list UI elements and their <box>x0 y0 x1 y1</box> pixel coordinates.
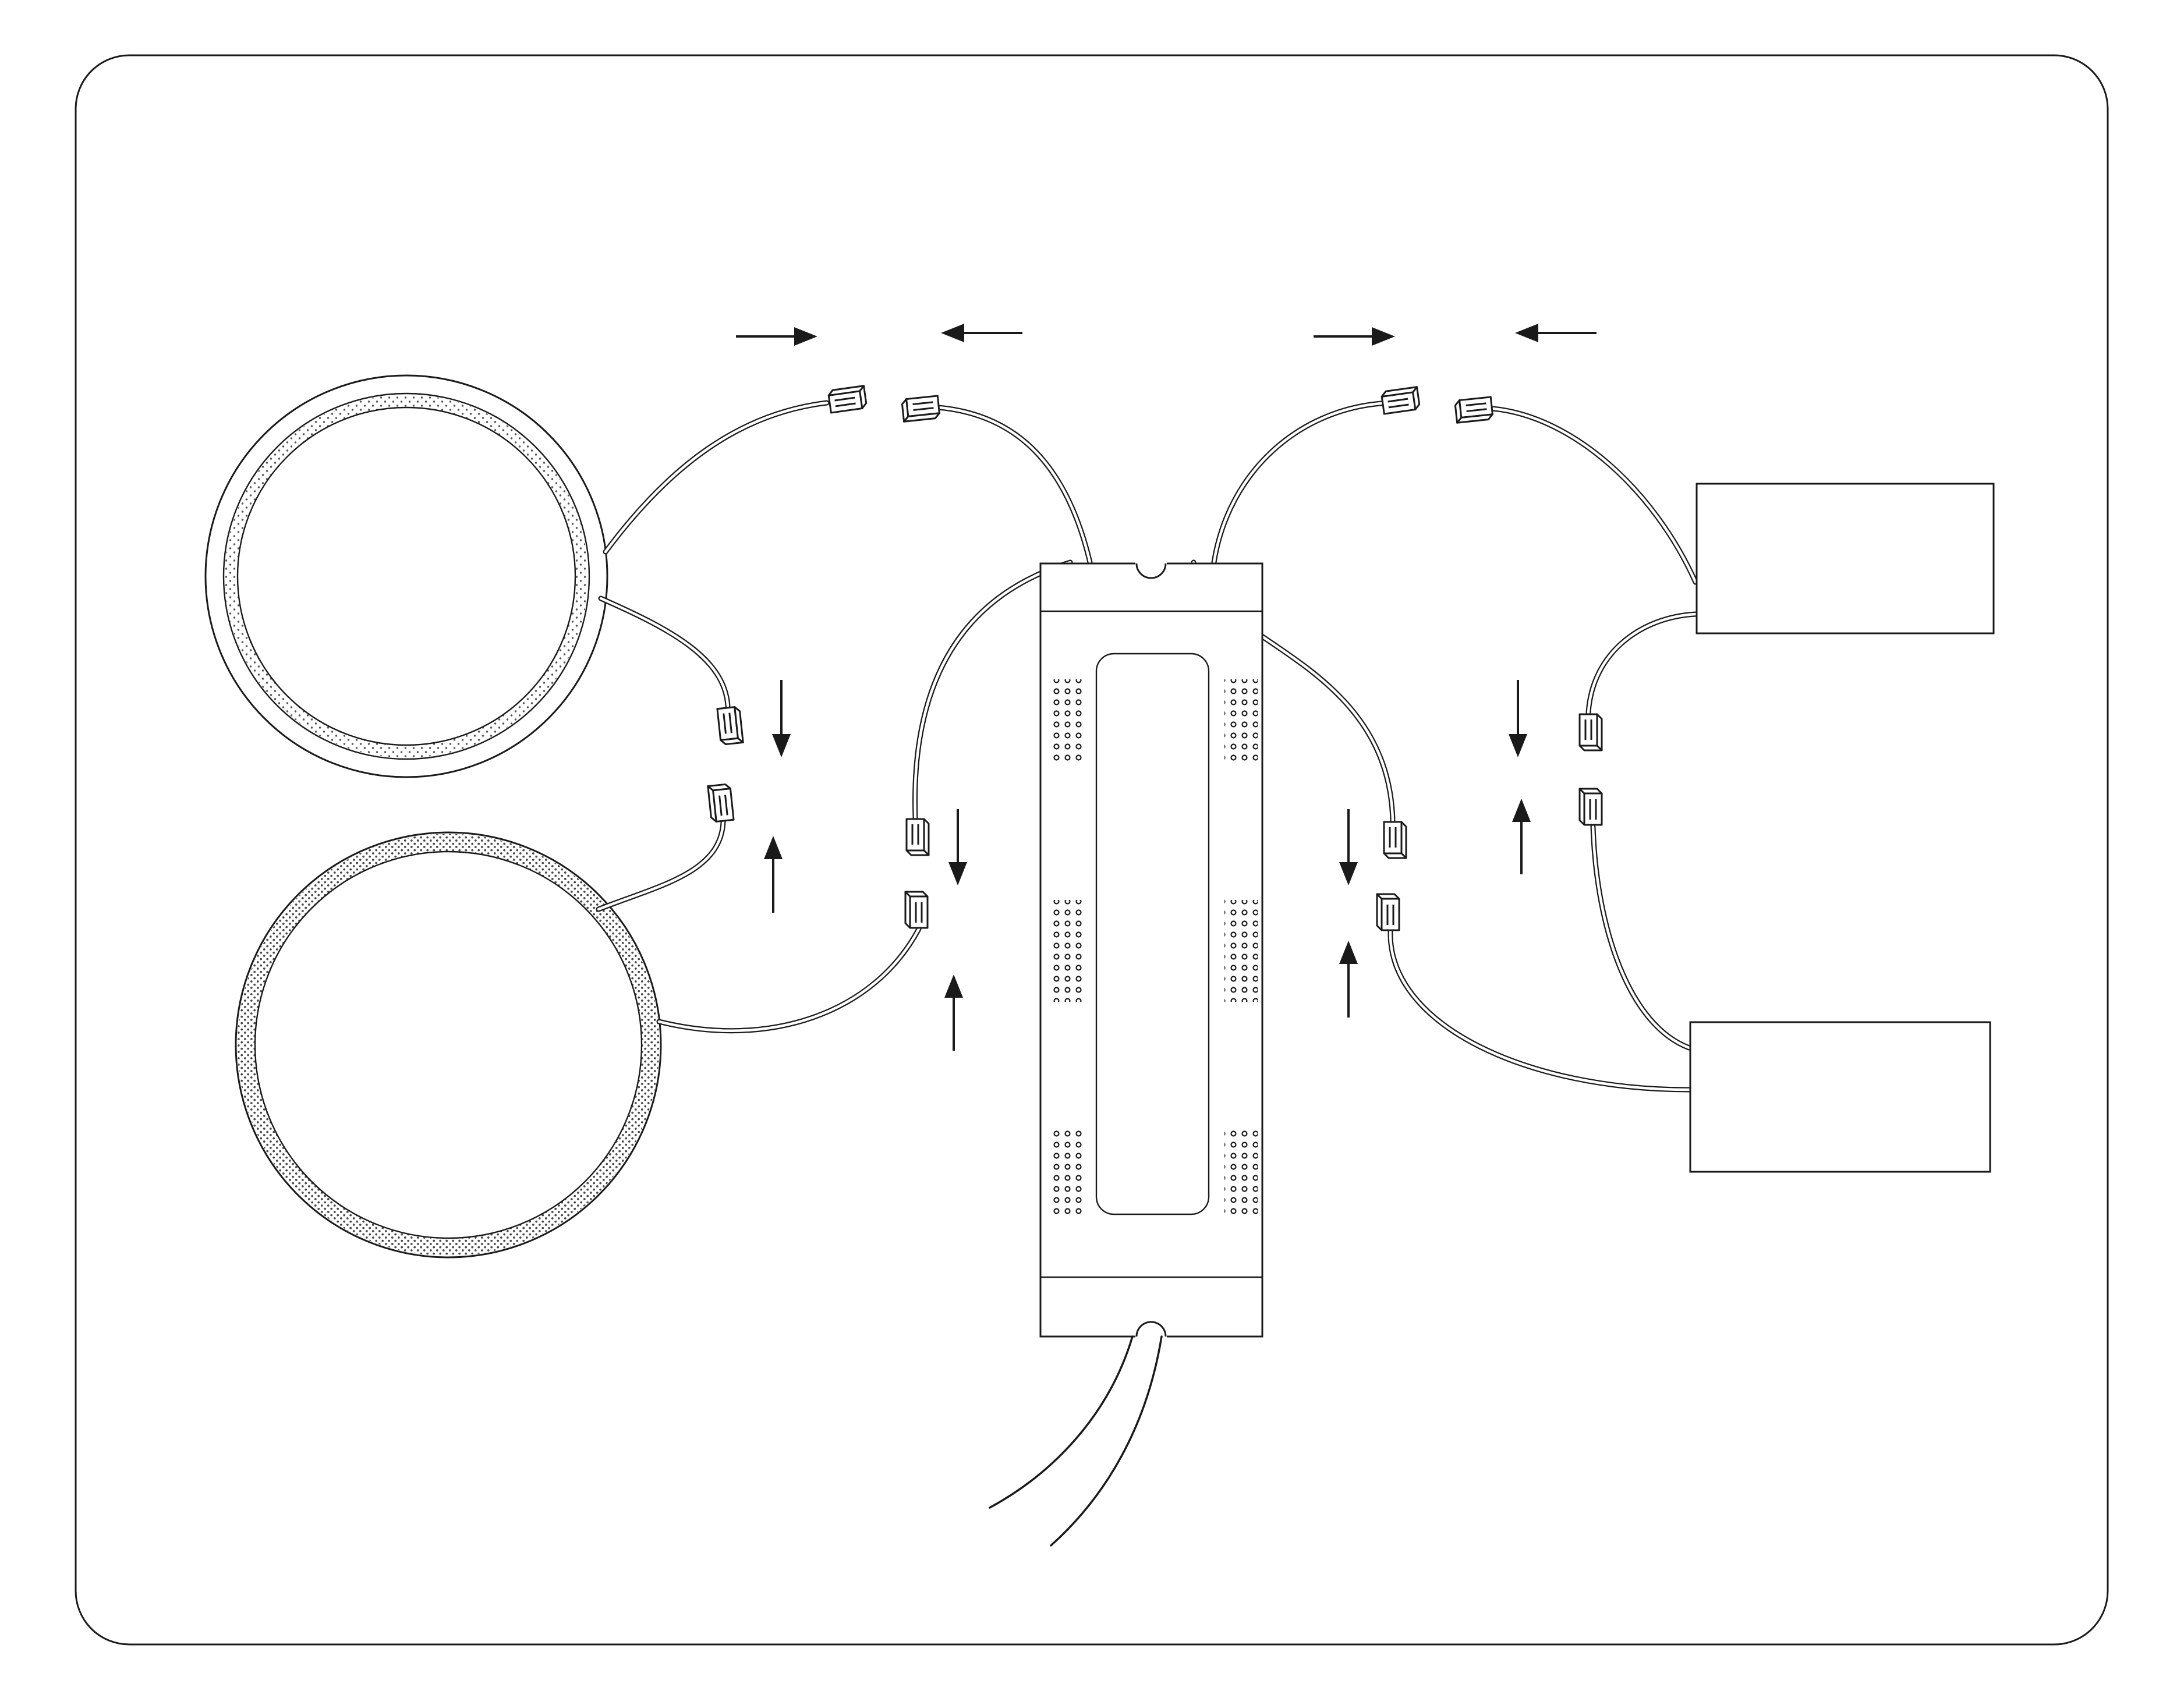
wire-pair-mid-right-to-module-bottom <box>1387 928 1692 1093</box>
led-ring-bottom <box>235 831 662 1259</box>
connector-pair-mid-right <box>1376 821 1407 931</box>
wire-pair-top-left-to-driver <box>936 405 1093 565</box>
insertion-arrows <box>736 324 1597 1051</box>
vent-hole-clusters <box>1052 679 1258 1214</box>
plug-female <box>901 395 941 423</box>
wires <box>596 400 1698 1093</box>
wire-ring-top-to-pair-top-left <box>603 400 830 555</box>
plug-male <box>905 818 930 856</box>
plug-male <box>1383 821 1407 859</box>
led-driver-box <box>989 560 1263 1547</box>
wire-pair-top-right-to-module-top <box>1490 406 1698 585</box>
plug-male <box>1578 713 1603 751</box>
mounting-notch-bottom <box>1135 1321 1167 1337</box>
plug-female <box>904 891 929 929</box>
connector-pair-top-left <box>827 385 941 423</box>
connector-pair-far-right <box>1578 713 1603 826</box>
wire-pair-mid-center-to-driver <box>912 559 1073 821</box>
wire-ring-bottom-to-pair-mid-center <box>656 926 922 1034</box>
plug-male <box>827 385 868 414</box>
connector-pair-top-right <box>1380 386 1494 424</box>
wire-pair-mid-left-to-ring-bottom <box>596 819 726 912</box>
wire-driver-to-pair-top-right <box>1211 400 1384 565</box>
plug-male <box>1380 386 1421 415</box>
led-ring-top <box>204 374 608 778</box>
connector-pair-mid-center <box>904 818 930 929</box>
plug-female <box>1454 396 1494 424</box>
connector-pair-mid-left <box>707 706 744 823</box>
led-ring-bottom-stipple-band <box>237 834 660 1256</box>
module-bottom-right <box>1689 1021 1991 1173</box>
wire-pair-far-right-to-module-top <box>1585 611 1698 715</box>
plug-female <box>1376 893 1400 931</box>
wire-ring-top-to-pair-mid-left <box>598 595 731 709</box>
outer-border <box>75 54 2109 1646</box>
plug-male <box>716 706 744 746</box>
plug-female <box>1578 788 1603 826</box>
led-ring-top-stipple-band <box>225 395 588 758</box>
power-leads <box>989 1335 1163 1547</box>
driver-inner-panel <box>1095 653 1210 1215</box>
wire-pair-far-right-to-module-bottom <box>1590 824 1692 1051</box>
mounting-notch-top <box>1135 563 1167 579</box>
module-top-right <box>1695 483 1995 634</box>
plug-female <box>707 783 735 823</box>
